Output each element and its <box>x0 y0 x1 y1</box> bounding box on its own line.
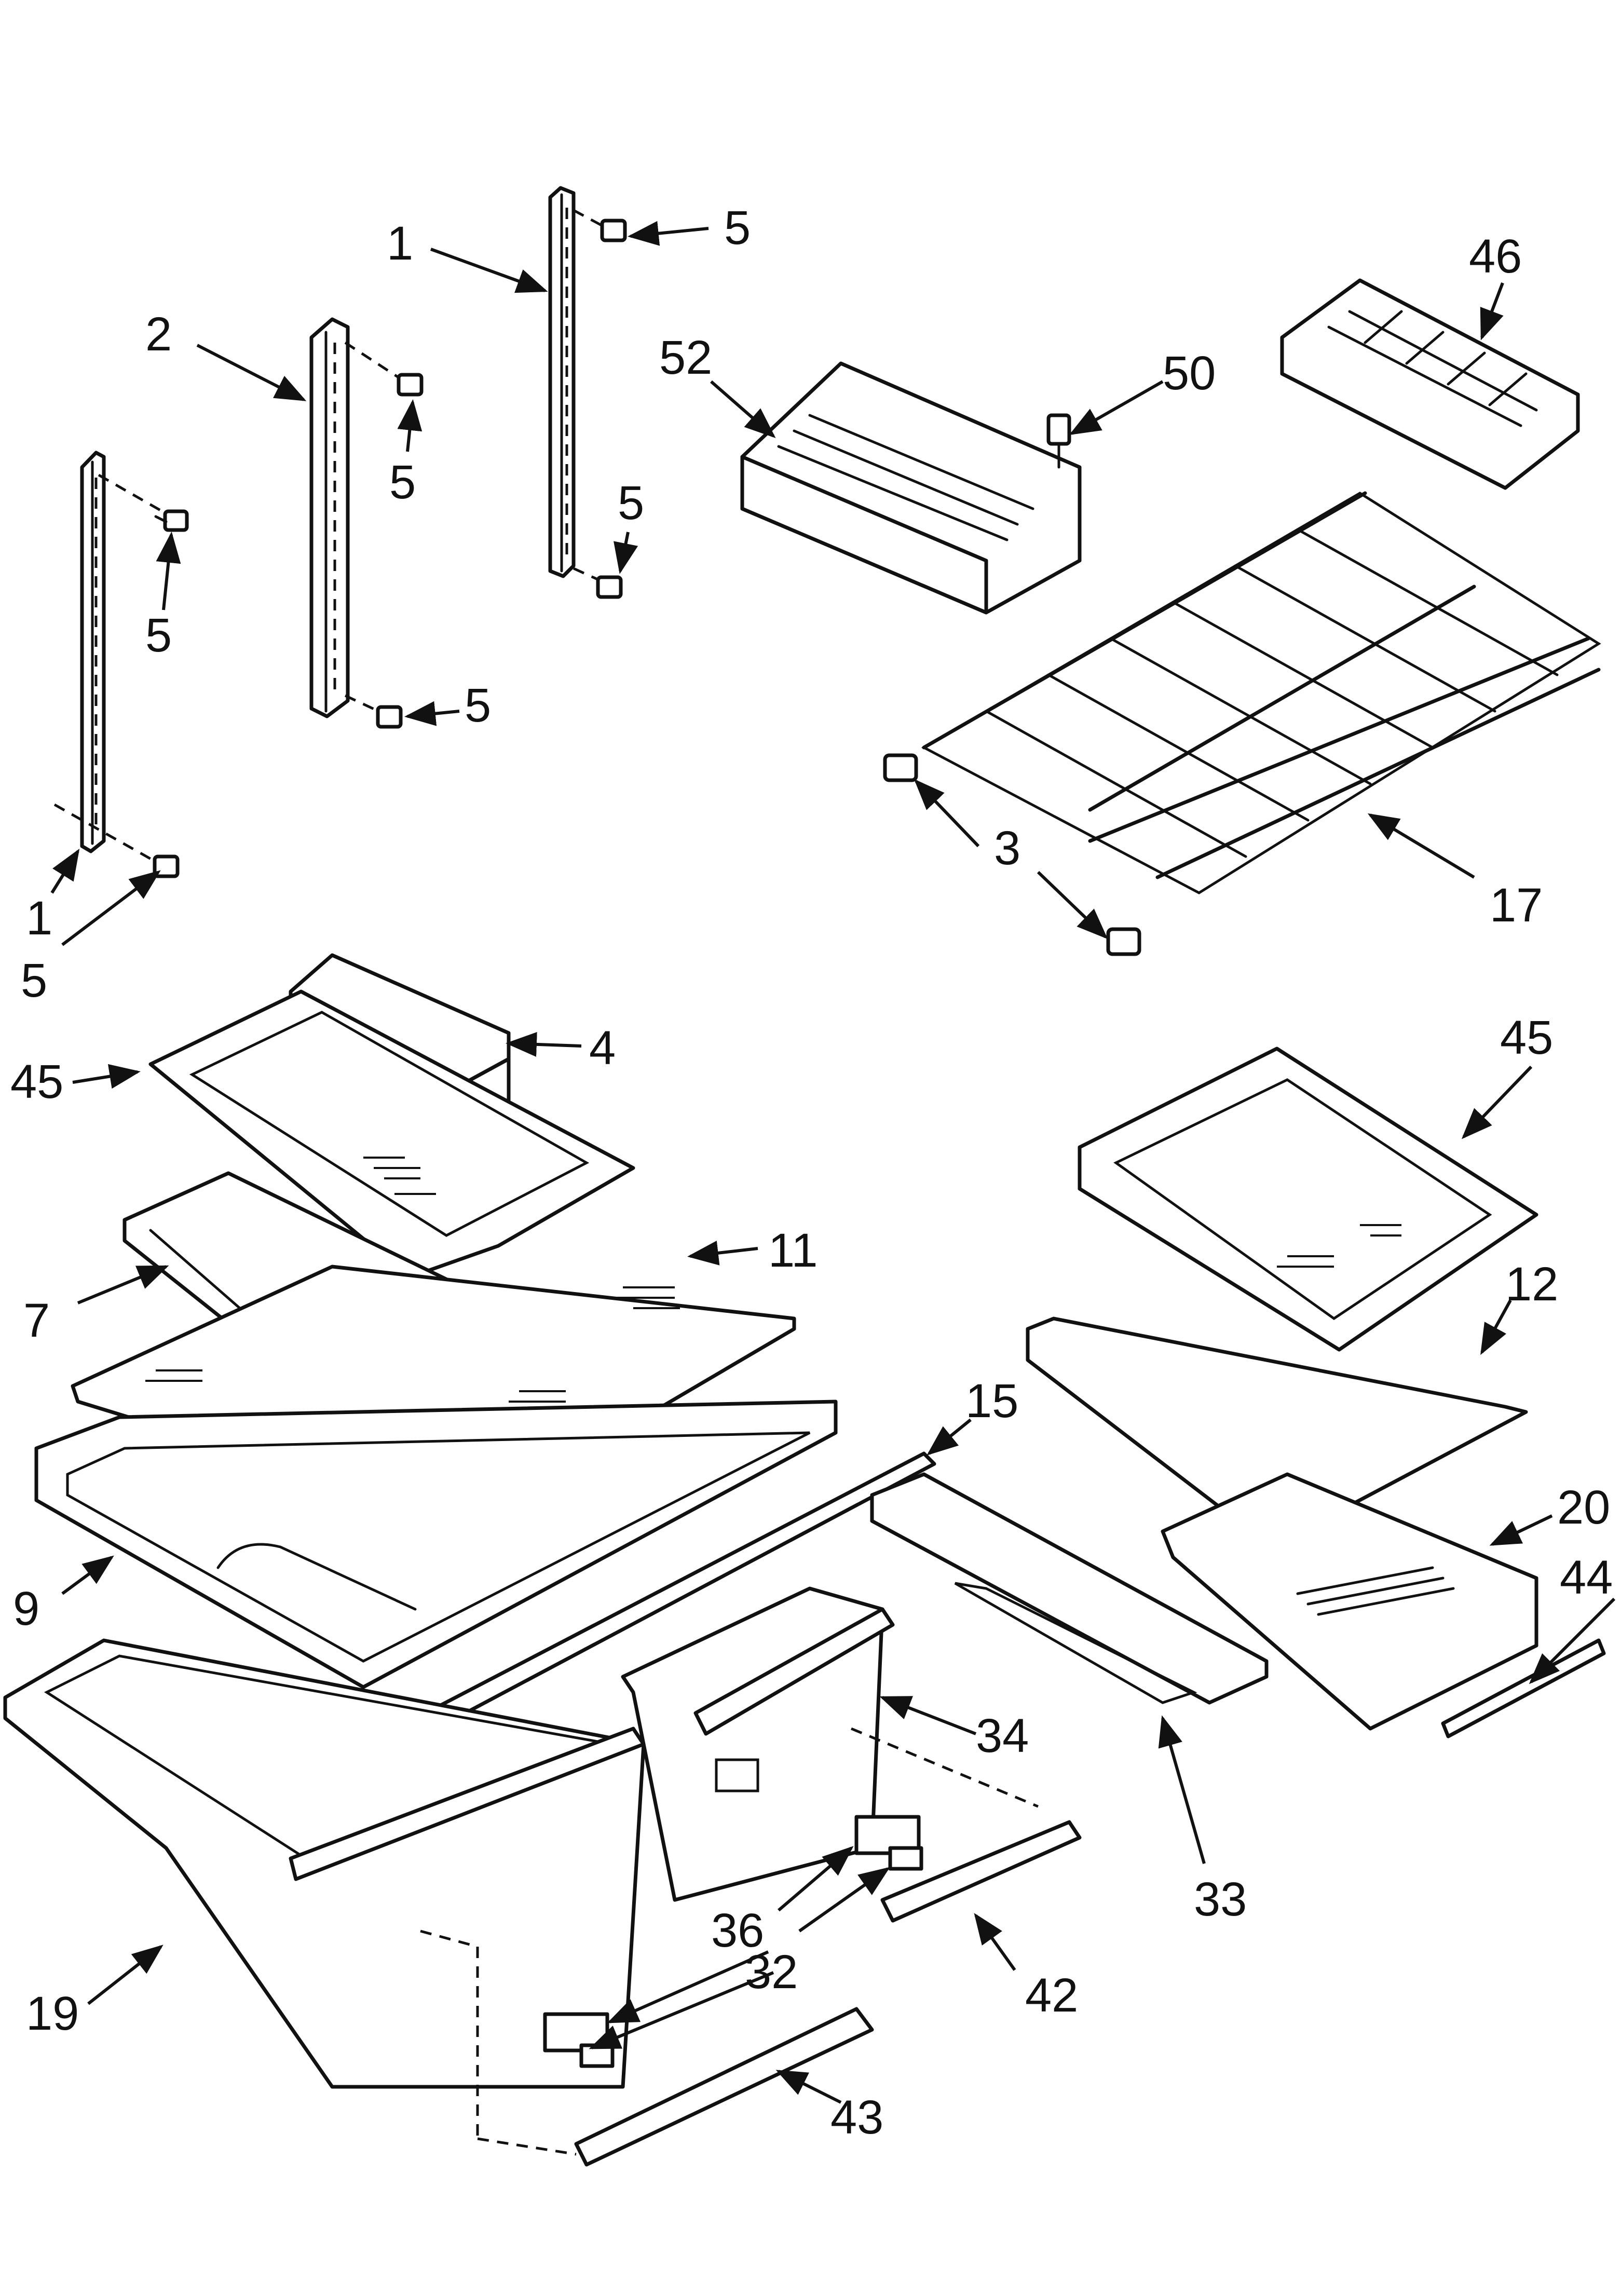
callout-45-right: 45 <box>1500 1011 1553 1064</box>
clip-32-lower <box>579 2043 615 2068</box>
crisper-drawer-19 <box>3 1638 646 2089</box>
shelf-rail-right <box>548 186 576 578</box>
meat-drawer-20 <box>1161 1472 1538 1731</box>
shelf-stud-3b <box>1106 927 1141 956</box>
callout-50: 50 <box>1163 347 1216 400</box>
callout-33: 33 <box>1194 1873 1247 1926</box>
callout-45-left: 45 <box>10 1055 63 1108</box>
crisper-cover-frame-9 <box>34 1400 838 1689</box>
callout-1-top: 1 <box>387 217 413 270</box>
callout-42: 42 <box>1025 1969 1078 2022</box>
callout-5-c: 5 <box>618 477 644 529</box>
drawer-slide-33 <box>870 1472 1269 1705</box>
wire-shelf-17 <box>921 491 1601 894</box>
crisper-drawer-34 <box>621 1586 895 1902</box>
callout-11: 11 <box>768 1224 818 1277</box>
callout-12: 12 <box>1505 1258 1558 1311</box>
callout-2: 2 <box>145 308 172 361</box>
callout-17: 17 <box>1490 879 1543 932</box>
leader-lines <box>50 221 1616 2104</box>
callout-5-a: 5 <box>724 201 751 254</box>
callout-5-e: 5 <box>145 609 172 662</box>
callout-5-b: 5 <box>389 456 416 509</box>
callout-7: 7 <box>23 1294 50 1347</box>
callout-44: 44 <box>1560 1551 1613 1604</box>
screw-5 <box>573 209 627 242</box>
callout-46: 46 <box>1469 230 1522 283</box>
callout-5-f: 5 <box>21 954 47 1007</box>
glass-shelf-45-right <box>1078 1047 1538 1352</box>
clip-32-upper <box>888 1846 923 1871</box>
callout-20: 20 <box>1557 1481 1610 1534</box>
trim-43 <box>574 2007 874 2167</box>
screw-1 <box>98 473 189 532</box>
callout-15: 15 <box>965 1375 1018 1428</box>
trim-42 <box>880 1820 1082 1923</box>
callout-36: 36 <box>711 1904 764 1957</box>
door-bin-52 <box>740 361 1082 615</box>
callout-19: 19 <box>26 1987 79 2040</box>
callout-4: 4 <box>589 1022 616 1075</box>
callout-32: 32 <box>745 1946 798 1999</box>
callout-1-left: 1 <box>26 892 52 945</box>
callout-9: 9 <box>13 1582 39 1635</box>
screw-6 <box>573 567 623 599</box>
callout-43: 43 <box>830 2091 883 2144</box>
callout-34: 34 <box>976 1709 1029 1762</box>
shelf-rail-middle <box>309 317 350 718</box>
shelf-frame-12 <box>1026 1316 1528 1549</box>
screw-2 <box>53 803 180 878</box>
callout-52: 52 <box>659 331 712 384</box>
shelf-stud-3a <box>883 753 918 782</box>
callout-3: 3 <box>994 822 1020 875</box>
ice-tray-46 <box>1280 278 1580 490</box>
screw-3 <box>344 341 424 397</box>
callout-5-d: 5 <box>465 679 491 732</box>
shelf-rail-left <box>80 451 106 853</box>
screw-4 <box>344 694 403 729</box>
